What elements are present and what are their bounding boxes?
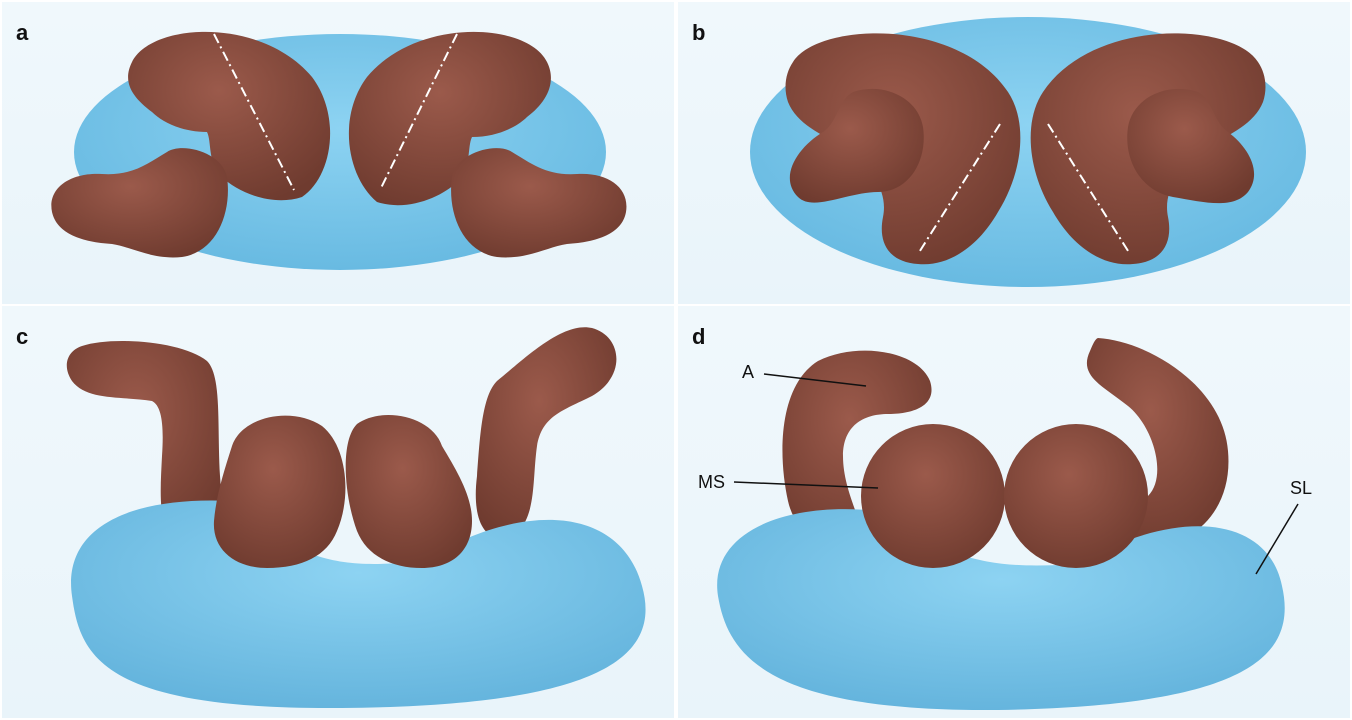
panel-b: b xyxy=(678,2,1350,304)
panel-c-right-arm xyxy=(476,327,617,538)
panel-d-blue-base xyxy=(717,509,1285,710)
panel-d-right-sphere xyxy=(1004,424,1148,568)
panel-d-left-sphere xyxy=(861,424,1005,568)
callout-label-ms: MS xyxy=(698,472,725,493)
panel-d: d A MS SL xyxy=(678,306,1350,718)
callout-label-a: A xyxy=(742,362,754,383)
panel-c: c xyxy=(2,306,674,718)
panel-c-right-lobe xyxy=(346,415,472,568)
panel-c-illustration xyxy=(2,306,674,718)
panel-a: a xyxy=(2,2,674,304)
panel-d-illustration xyxy=(678,306,1350,718)
panel-b-label: b xyxy=(692,20,705,46)
panel-c-label: c xyxy=(16,324,28,350)
callout-label-sl: SL xyxy=(1290,478,1312,499)
panel-b-illustration xyxy=(678,2,1350,304)
panel-a-label: a xyxy=(16,20,28,46)
panel-d-label: d xyxy=(692,324,705,350)
panel-c-left-lobe xyxy=(214,416,346,568)
panel-d-callout-line-sl xyxy=(1256,504,1298,574)
panel-a-illustration xyxy=(2,2,674,304)
